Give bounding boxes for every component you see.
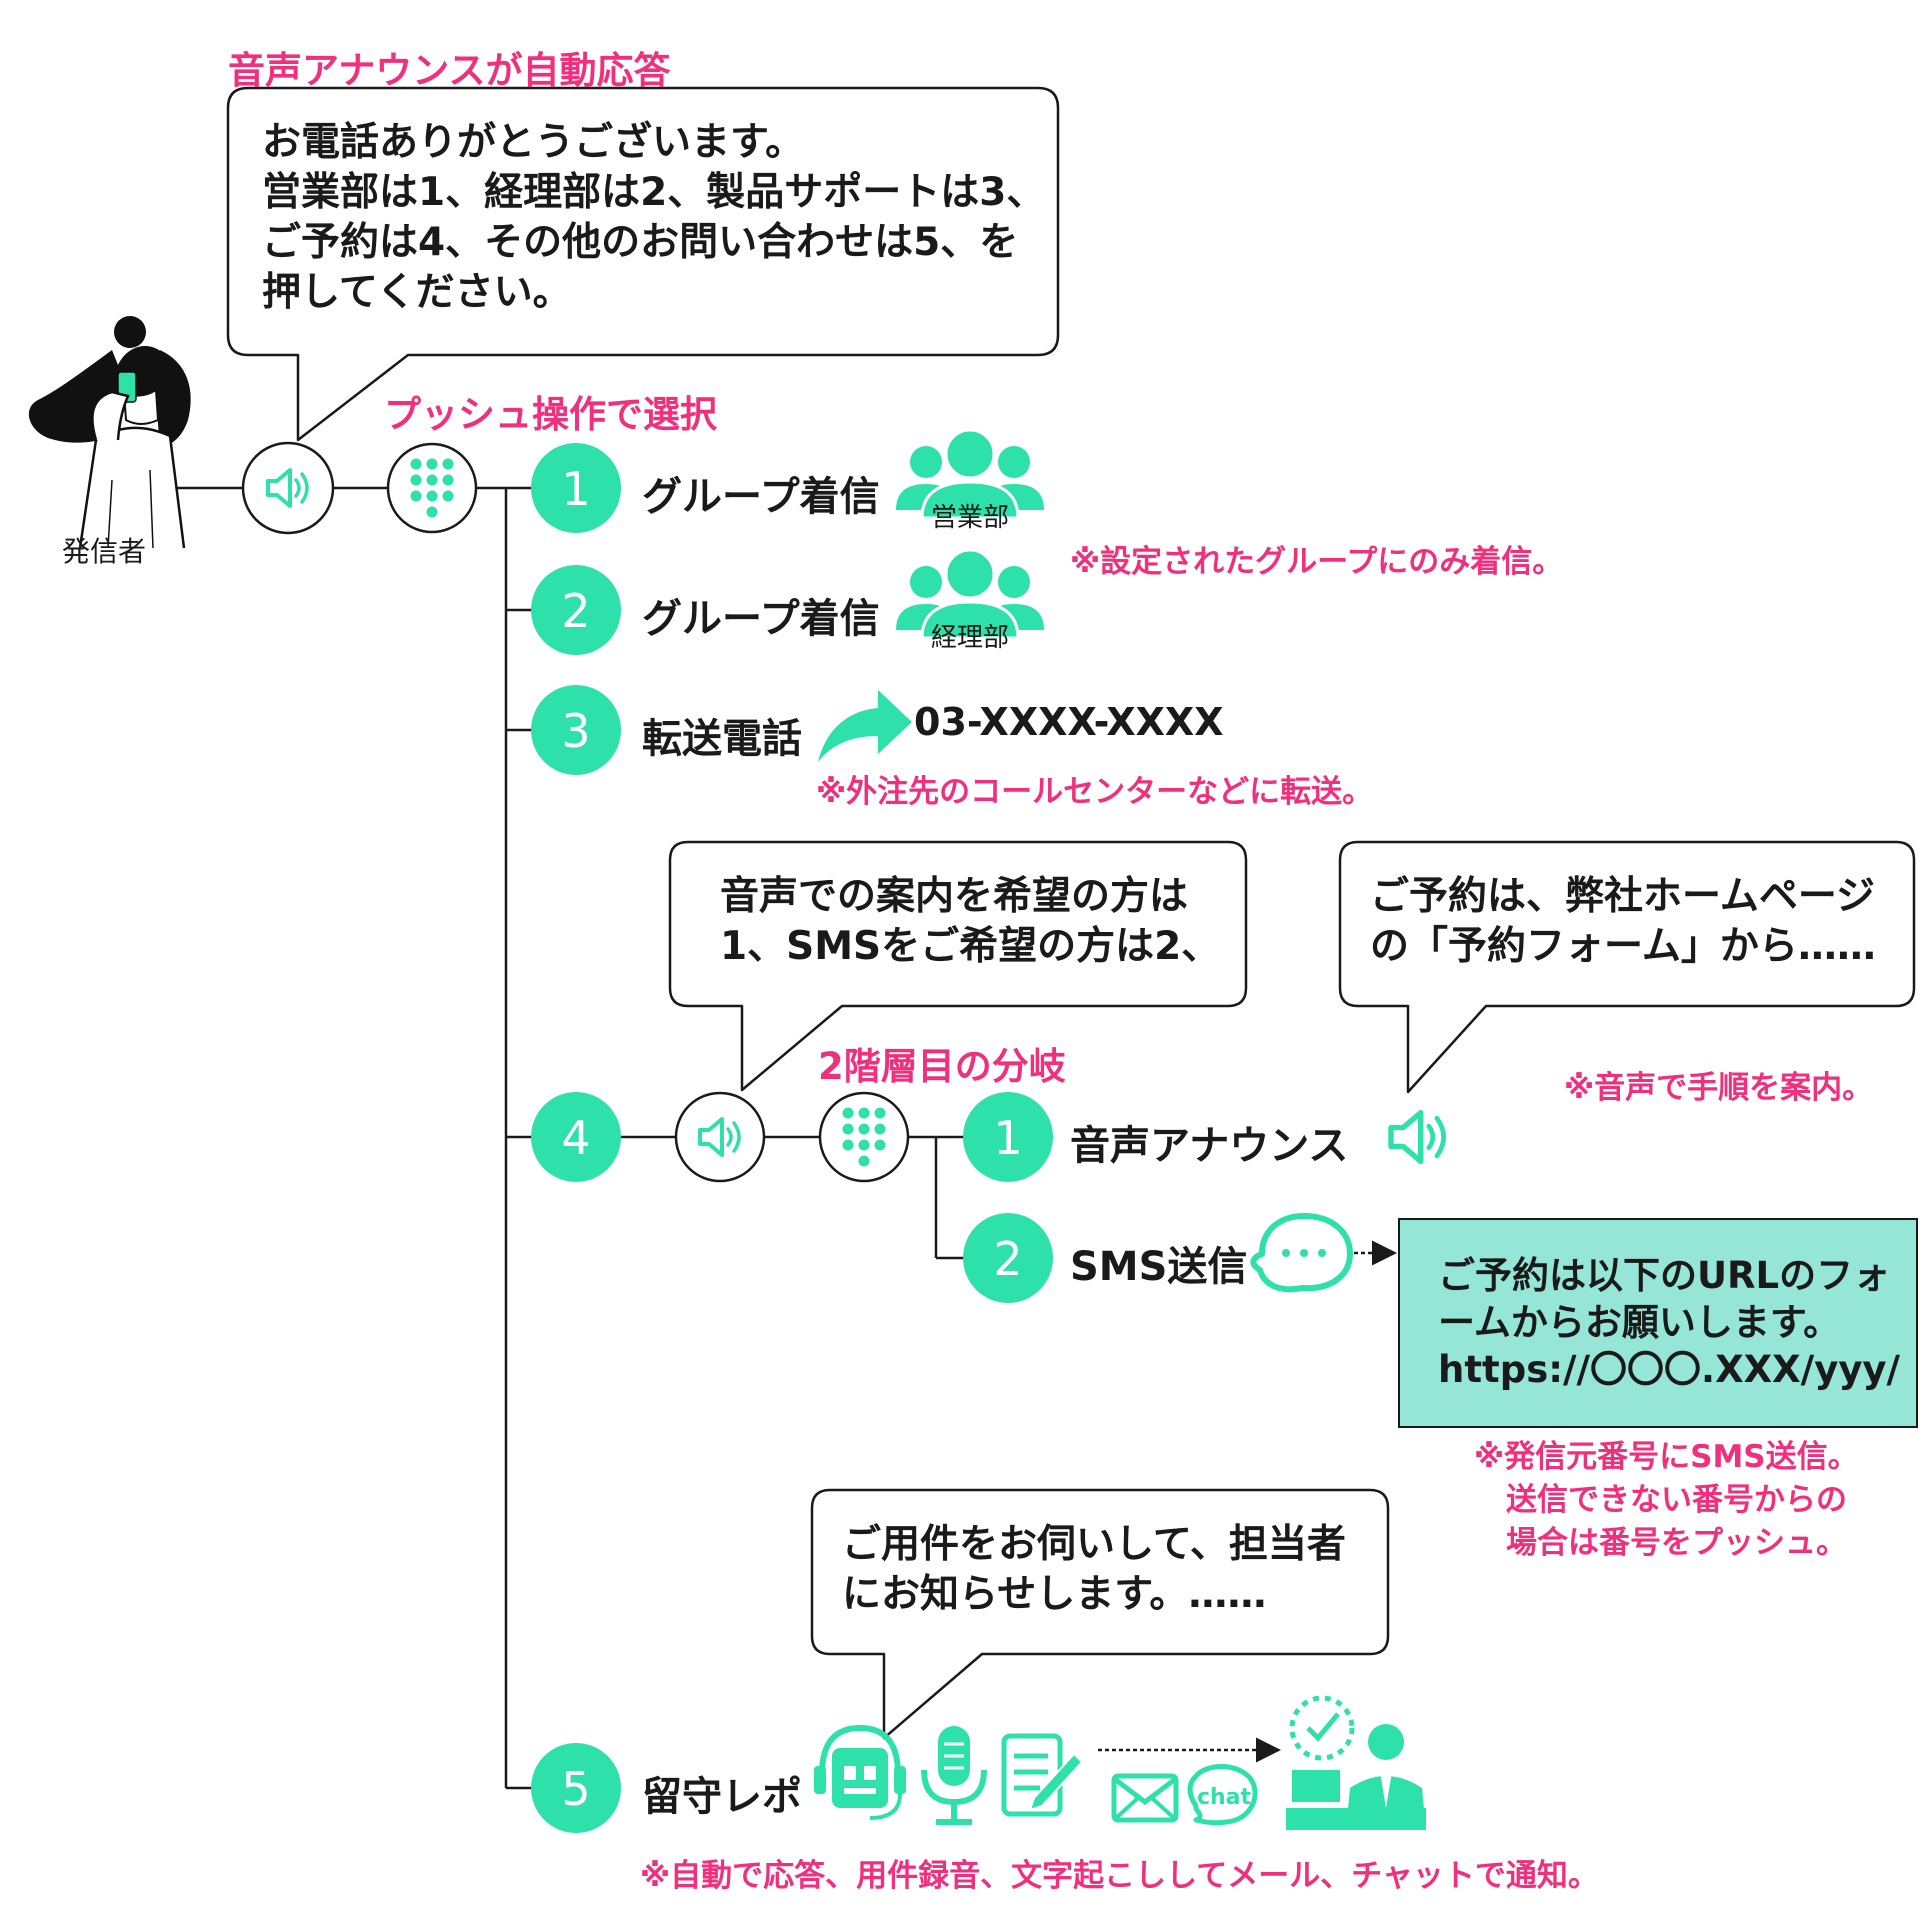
option-3-badge: 3 [531,685,621,775]
svg-text:1: 1 [561,462,590,516]
sub-option-2-badge: 2 [963,1213,1053,1303]
option-2-label: グループ着信 [642,596,880,642]
sms-message-text: ご予約は以下のURLのフォ ームからお願いします。 https://〇〇〇.XX… [1438,1252,1900,1393]
announce-text: 音声での案内を希望の方は 1、SMSをご希望の方は2、 [720,872,1220,972]
reservation-text: ご予約は、弊社ホームページ の「予約フォーム」から…… [1370,872,1876,972]
second-level-heading: 2階層目の分岐 [818,1045,1066,1088]
mail-envelope-icon [1111,1773,1179,1823]
transcription-note-icon [1001,1733,1084,1817]
group-label: 営業部 [931,503,1009,533]
svg-text:4: 4 [561,1111,590,1165]
rusu-line: にお知らせします。…… [842,1572,1267,1617]
clock-check-icon [1289,1695,1355,1761]
transfer-note: ※外注先のコールセンターなどに転送。 [816,774,1374,810]
staff-desk-icon [1286,1695,1426,1830]
caller-label: 発信者 [62,535,147,568]
sub-option-2-label: SMS送信 [1070,1244,1248,1290]
greeting-bubble [226,86,1060,442]
push-heading: プッシュ操作で選択 [384,393,717,436]
sub-option-1-badge: 1 [963,1092,1053,1182]
sms-note-line: 送信できない番号からの [1506,1482,1847,1518]
sms-line: ームからお願いします。 [1438,1301,1841,1344]
announce-line: 音声での案内を希望の方は [720,874,1189,919]
sms-message-box: ご予約は以下のURLのフォ ームからお願いします。 https://〇〇〇.XX… [1398,1218,1918,1428]
voice-note: ※音声で手順を案内。 [1564,1070,1874,1106]
reservation-bubble [1338,840,1916,1094]
sub-option-1-label: 音声アナウンス [1070,1123,1349,1169]
greeting-line: 営業部は1、経理部は2、製品サポートは3、 [262,170,1046,215]
microphone-icon [921,1726,987,1825]
rusu-note: ※自動で応答、用件録音、文字起こししてメール、チャットで通知。 [640,1858,1599,1894]
announce-speaker-node [241,441,335,535]
sms-line: ご予約は以下のURLのフォ [1438,1254,1891,1297]
option-1-badge: 1 [531,443,621,533]
option-1-label: グループ着信 [642,474,880,520]
caller-figure-icon [28,316,191,549]
speaker-icon [1391,1113,1444,1162]
group-label: 経理部 [931,623,1009,653]
sms-note: ※発信元番号にSMS送信。 送信できない番号からの 場合は番号をプッシュ。 [1474,1436,1859,1565]
reservation-line: の「予約フォーム」から…… [1370,924,1876,969]
svg-text:5: 5 [561,1762,590,1816]
rusu-line: ご用件をお伺いして、担当者 [842,1522,1346,1567]
svg-text:chat: chat [1197,1785,1252,1810]
greeting-line: お電話ありがとうございます。 [262,120,805,165]
people-group-icon: 経理部 [894,548,1046,653]
greeting-text: お電話ありがとうございます。 営業部は1、経理部は2、製品サポートは3、 ご予約… [262,118,1045,318]
svg-text:2: 2 [561,584,590,638]
robot-headset-icon [814,1724,906,1820]
svg-text:3: 3 [561,704,590,758]
sms-url: https://〇〇〇.XXX/yyy/ [1438,1348,1901,1391]
rusu-bubble [810,1488,1390,1740]
transfer-phone-number: 03-XXXX-XXXX [914,700,1224,744]
svg-text:1: 1 [993,1111,1022,1165]
transfer-arrow-icon [818,690,912,762]
group-note: ※設定されたグループにのみ着信。 [1070,544,1564,580]
keypad-node [386,442,478,534]
option-2-badge: 2 [531,565,621,655]
rusu-bubble-text: ご用件をお伺いして、担当者 にお知らせします。…… [842,1520,1346,1620]
second-speaker-node [674,1091,766,1183]
greeting-line: 押してください。 [262,270,572,315]
option-4-badge: 4 [531,1092,621,1182]
option-5-badge: 5 [531,1743,621,1833]
option-3-label: 転送電話 [642,716,802,762]
people-group-icon: 営業部 [894,428,1046,533]
reservation-line: ご予約は、弊社ホームページ [1370,874,1876,919]
sms-note-line: ※発信元番号にSMS送信。 [1474,1439,1859,1475]
sms-note-line: 場合は番号をプッシュ。 [1506,1525,1847,1561]
chat-bubble-icon [1250,1213,1353,1293]
svg-text:2: 2 [993,1232,1022,1286]
second-keypad-node [818,1091,910,1183]
greeting-line: ご予約は4、その他のお問い合わせは5、を [262,220,1019,265]
announce-bubble [668,840,1248,1092]
announce-line: 1、SMSをご希望の方は2、 [720,924,1221,969]
option-5-label: 留守レポ [642,1774,802,1820]
top-heading: 音声アナウンスが自動応答 [228,49,671,92]
chat-icon: chat [1187,1764,1258,1826]
